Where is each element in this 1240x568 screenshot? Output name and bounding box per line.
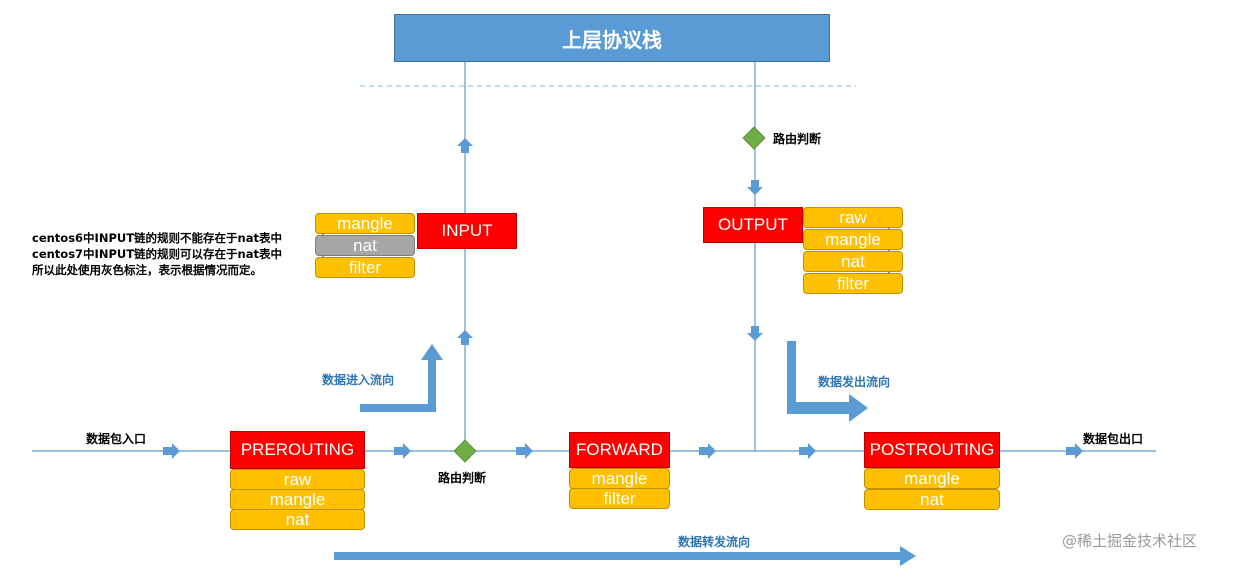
input-table-mangle: mangle	[315, 213, 415, 234]
prerouting-table-raw: raw	[230, 469, 365, 490]
forward-table-mangle: mangle	[569, 468, 670, 489]
route-decision-label-bottom: 路由判断	[438, 471, 487, 485]
route-decision-diamond-bottom	[453, 439, 477, 463]
forward-table-filter: filter	[569, 488, 670, 509]
arrow-right-5	[799, 443, 816, 459]
centos-note-line-1: centos6中INPUT链的规则不能存在于nat表中	[32, 231, 283, 245]
centos-note: centos6中INPUT链的规则不能存在于nat表中 centos7中INPU…	[32, 230, 282, 278]
output-table-filter: filter	[803, 273, 903, 294]
output-table-mangle: mangle	[803, 229, 903, 250]
flow-out-label: 数据发出流向	[818, 375, 891, 389]
watermark: @稀土掘金技术社区	[1062, 532, 1198, 550]
arrow-up-2	[457, 330, 473, 345]
arrow-right-1	[163, 443, 180, 459]
arrow-up-1	[457, 138, 473, 153]
input-table-filter: filter	[315, 257, 415, 278]
flow-out-arrow	[787, 341, 868, 422]
output-table-nat: nat	[803, 251, 903, 272]
postrouting-table-mangle: mangle	[864, 468, 1000, 489]
route-decision-label-top: 路由判断	[773, 132, 822, 146]
flow-in-arrow	[360, 344, 443, 412]
arrow-right-3	[516, 443, 533, 459]
prerouting-table-nat: nat	[230, 509, 365, 530]
arrow-right-6	[1066, 443, 1083, 459]
output-chain: OUTPUT	[703, 207, 803, 243]
postrouting-table-nat: nat	[864, 489, 1000, 510]
arrow-right-2	[394, 443, 411, 459]
output-table-raw: raw	[803, 207, 903, 228]
forward-chain: FORWARD	[569, 432, 670, 468]
arrow-down-2	[747, 326, 763, 341]
centos-note-line-2: centos7中INPUT链的规则可以存在于nat表中	[32, 247, 283, 261]
input-chain: INPUT	[417, 213, 517, 249]
postrouting-chain: POSTROUTING	[864, 432, 1000, 468]
upper-protocol-stack: 上层协议栈	[394, 14, 830, 62]
flow-forward-arrow	[334, 546, 916, 566]
arrow-down-1	[747, 180, 763, 195]
centos-note-line-3: 所以此处使用灰色标注，表示根据情况而定。	[32, 263, 262, 277]
packet-in-label: 数据包入口	[86, 432, 147, 446]
flow-in-label: 数据进入流向	[322, 373, 395, 387]
arrow-right-4	[699, 443, 716, 459]
flow-forward-label: 数据转发流向	[678, 535, 751, 549]
packet-out-label: 数据包出口	[1083, 432, 1144, 446]
prerouting-chain: PREROUTING	[230, 431, 365, 469]
input-table-nat: nat	[315, 235, 415, 256]
route-decision-diamond-top	[742, 126, 766, 150]
prerouting-table-mangle: mangle	[230, 489, 365, 510]
